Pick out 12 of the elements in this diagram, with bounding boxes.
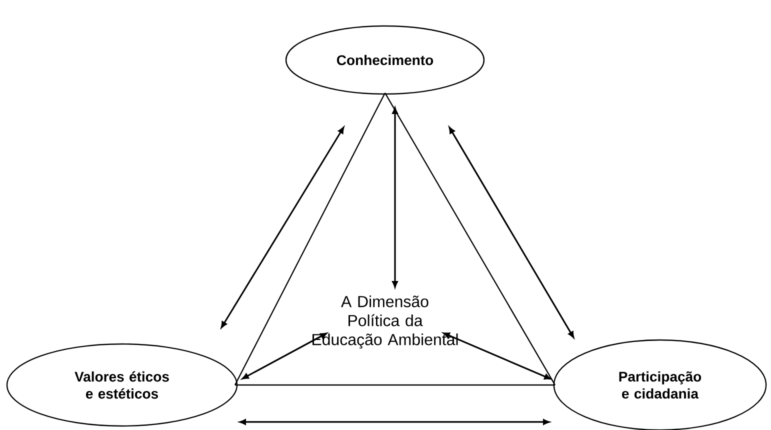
ellipse-node: Conhecimento: [285, 25, 485, 95]
double-arrow: [443, 332, 551, 380]
center-text: A Dimensão Política da Educação Ambiental: [312, 296, 458, 348]
double-arrow: [448, 126, 574, 338]
connector-line: [235, 384, 555, 386]
double-arrow: [220, 126, 344, 328]
double-arrow: [392, 107, 398, 288]
ellipse-node: Valores éticos e estéticos: [6, 343, 238, 427]
double-arrow: [239, 419, 550, 425]
connector-line: [384, 92, 556, 386]
connector-line: [234, 92, 386, 386]
double-arrow: [242, 332, 327, 380]
